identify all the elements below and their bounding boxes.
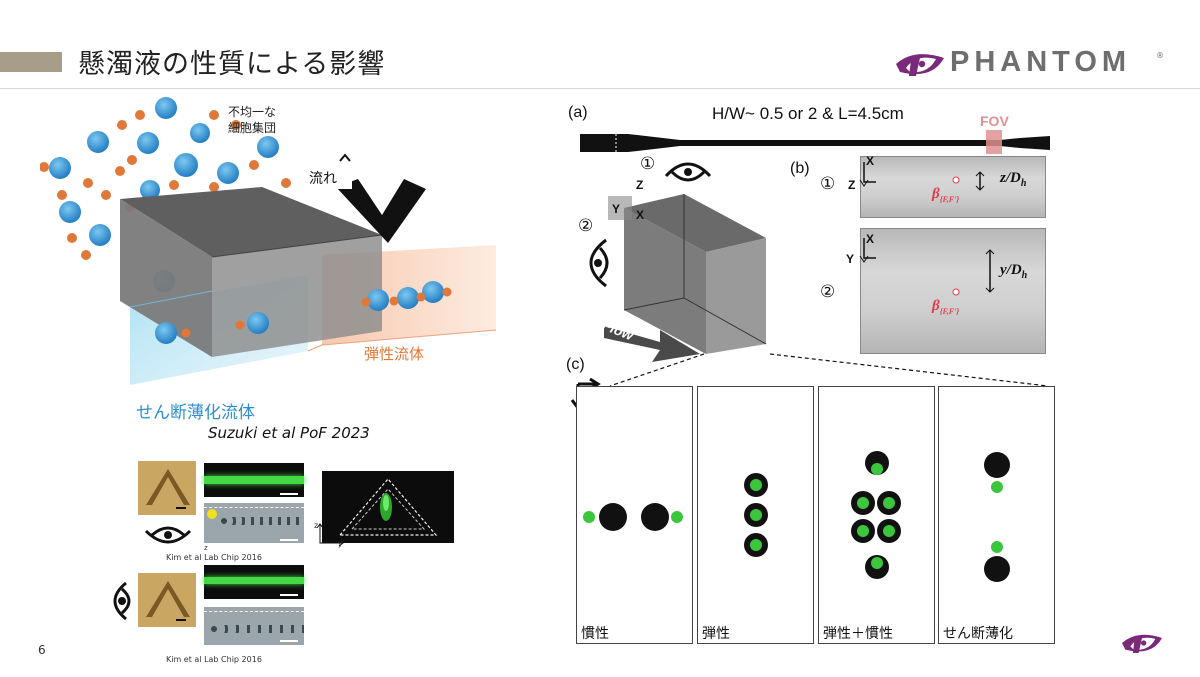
citation: Suzuki et al PoF 2023 [208, 424, 370, 442]
flow-direction-arrow-icon [604, 326, 700, 362]
beta-top-symbol: β [932, 186, 940, 202]
top-view-number: ① [820, 174, 836, 194]
beta-bottom-label: β{F,F'} [932, 298, 959, 316]
slide-title: 懸濁液の性質による影響 [78, 49, 386, 80]
view2-number: ② [578, 216, 594, 236]
side-view-number: ② [820, 282, 836, 302]
rectangular-channel-3d [608, 194, 767, 354]
cells-label-line1: 不均一な [228, 105, 277, 119]
cell-cloud [40, 97, 291, 292]
channel-cross-section-photo-1 [138, 461, 196, 515]
comparison-shear-thinning-label: せん断薄化 [943, 626, 1013, 642]
view1-number: ① [640, 154, 656, 174]
comparison-elastic-label: 弾性 [702, 626, 730, 642]
top-view-image [860, 156, 1046, 218]
z-ratio-sub: h [1020, 178, 1027, 189]
panel-b-label: (b) [790, 160, 810, 177]
cells-label-line2: 細胞集団 [228, 121, 277, 135]
fluorescence-streak-image-1 [204, 463, 304, 497]
z-ratio-label: z/Dh [1000, 170, 1026, 189]
channel-cross-section-photo-2 [138, 573, 196, 627]
elastic-cells [361, 281, 452, 311]
eye-bottom-view-icon [144, 526, 192, 544]
brand-registered-mark: ® [1156, 51, 1164, 60]
view1-eye-icon [664, 162, 712, 182]
shear-thinning-cells [155, 312, 269, 344]
y-ratio-text: y/D [1000, 262, 1022, 278]
fov-label: FOV [980, 113, 1009, 129]
axis-z-label: Z [636, 178, 644, 192]
bright-field-image-2 [204, 607, 304, 645]
brand-name: PHANTOM [950, 46, 1132, 78]
fov-marker [986, 130, 1002, 154]
top-view-z-axis: Z [848, 178, 856, 192]
eye-side-view-icon [113, 581, 131, 621]
top-view-marker [952, 171, 985, 191]
beta-bottom-symbol: β [932, 298, 940, 314]
micro-citation-2: Kim et al Lab Chip 2016 [166, 655, 262, 664]
axis-x-label: X [636, 208, 645, 222]
footer-logo-icon [1122, 634, 1162, 653]
channel-side-view [580, 130, 1050, 155]
beta-top-label: β{F,F'} [932, 186, 959, 204]
micro-axes-icon [316, 523, 344, 547]
side-view-axes-icon [859, 238, 876, 263]
comparison-inertia-label: 慣性 [581, 626, 609, 642]
comparison-inertia: 慣性 [576, 386, 693, 644]
header-divider [0, 88, 1200, 89]
top-view-x-axis: X [866, 154, 875, 168]
comparison-elastic-inertia-label: 弾性＋慣性 [823, 626, 893, 642]
flow-arrow-icon [336, 179, 426, 243]
axis-y-label: Y [612, 202, 621, 216]
comparison-elastic-inertia: 弾性＋慣性 [818, 386, 935, 644]
comparison-elastic: 弾性 [697, 386, 814, 644]
side-view-x-axis: X [866, 232, 875, 246]
view2-eye-icon [589, 238, 609, 288]
micro-axis-z-label: z [314, 521, 319, 530]
flow-label: 流れ [309, 171, 337, 187]
beta-top-sub: {F,F'} [939, 195, 960, 204]
shear-thinning-fluid-label: せん断薄化流体 [136, 403, 255, 423]
zoom-dashed-lines [610, 353, 1049, 387]
comparison-shear-thinning: せん断薄化 [938, 386, 1055, 644]
confocal-reconstruction-image [322, 471, 454, 543]
micro-citation-1: Kim et al Lab Chip 2016 [166, 553, 262, 562]
fluorescence-streak-image-2 [204, 565, 304, 599]
micro-axis-z: z [204, 544, 208, 552]
z-ratio-text: z/D [1000, 170, 1021, 186]
channel-parameters: H/W~ 0.5 or 2 & L=4.5cm [712, 104, 904, 123]
panel-c-label: (c) [566, 356, 585, 373]
side-view-y-axis: Y [846, 252, 855, 266]
elastic-fluid-label: 弾性流体 [364, 345, 425, 363]
beta-bottom-sub: {F,F'} [939, 307, 960, 316]
top-view-axes-icon [859, 162, 876, 187]
micrograph-panel: z Kim et al Lab Chip 2016 z y Kim et al … [113, 461, 456, 667]
y-ratio-sub: h [1021, 270, 1028, 281]
y-ratio-label: y/Dh [1000, 262, 1027, 281]
channel-illustration [40, 97, 497, 385]
bright-field-image-1 [204, 503, 304, 543]
phantom-logo-icon [896, 54, 944, 76]
micro-axis-y-label: y [338, 539, 343, 548]
title-accent-bar [0, 52, 62, 72]
page-number: 6 [38, 643, 46, 657]
panel-a-label: (a) [568, 104, 588, 121]
side-view-marker [952, 249, 995, 296]
